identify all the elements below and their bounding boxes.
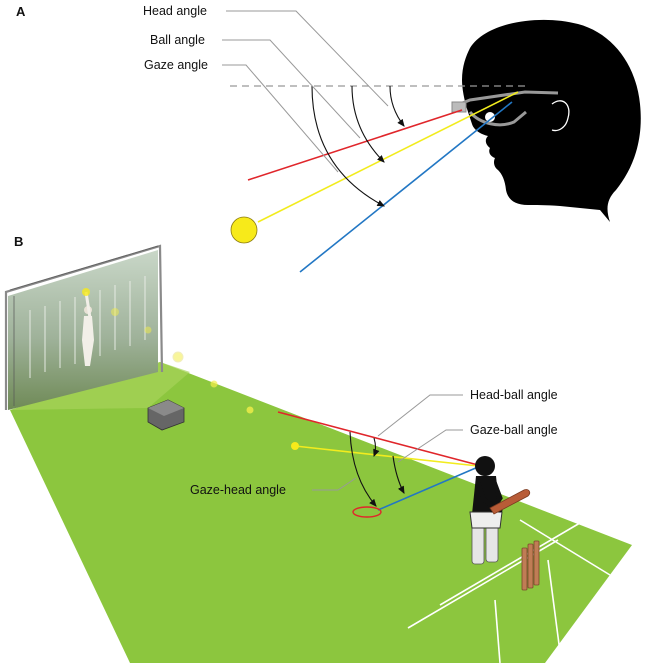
ball-direction-line-b: [294, 445, 479, 467]
ball-angle-leader: [222, 39, 361, 139]
head-ball-angle-arc: [373, 437, 380, 458]
ball-trajectory: [111, 308, 299, 450]
batter-figure: [469, 456, 531, 565]
gaze-target-ellipse: [352, 506, 382, 518]
bowler-figure: [82, 291, 94, 366]
gaze-head-leader: [312, 477, 357, 491]
stumps: [521, 540, 540, 591]
gaze-angle-label: Gaze angle: [144, 58, 208, 72]
gaze-head-angle-arc: [349, 431, 377, 507]
gaze-ball-angle-label: Gaze-ball angle: [470, 423, 558, 437]
gaze-angle-arc: [311, 85, 385, 207]
gaze-ball-angle-arc: [392, 455, 405, 494]
gaze-angle-leader: [222, 64, 339, 173]
ear-outline: [551, 100, 570, 132]
gaze-direction-line-b: [377, 466, 479, 511]
projection-screen: [4, 244, 164, 410]
eye-tracking-glasses: [451, 90, 559, 127]
gaze-head-angle-label: Gaze-head angle: [190, 483, 286, 497]
ball-angle-label: Ball angle: [150, 33, 205, 47]
gaze-direction-line: [299, 101, 513, 273]
panel-b-letter: B: [14, 234, 23, 249]
panel-b: B: [4, 234, 632, 664]
head-angle-label: Head angle: [143, 4, 207, 18]
head-ball-leader: [377, 394, 463, 437]
gaze-ball-leader: [397, 429, 463, 463]
head-ball-angle-label: Head-ball angle: [470, 388, 558, 402]
panel-a-letter: A: [16, 4, 26, 19]
ball-direction-line: [257, 91, 519, 223]
head-angle-leader: [226, 10, 389, 107]
ball: [230, 216, 258, 244]
head-silhouette: [462, 19, 641, 223]
panel-a: A Head angle Ball angle Gaze angle: [16, 4, 641, 273]
head-direction-line: [247, 109, 463, 181]
head-direction-line-b: [277, 411, 479, 466]
head-angle-arc: [389, 85, 405, 127]
projector: [147, 399, 185, 431]
ball-angle-arc: [351, 85, 385, 163]
